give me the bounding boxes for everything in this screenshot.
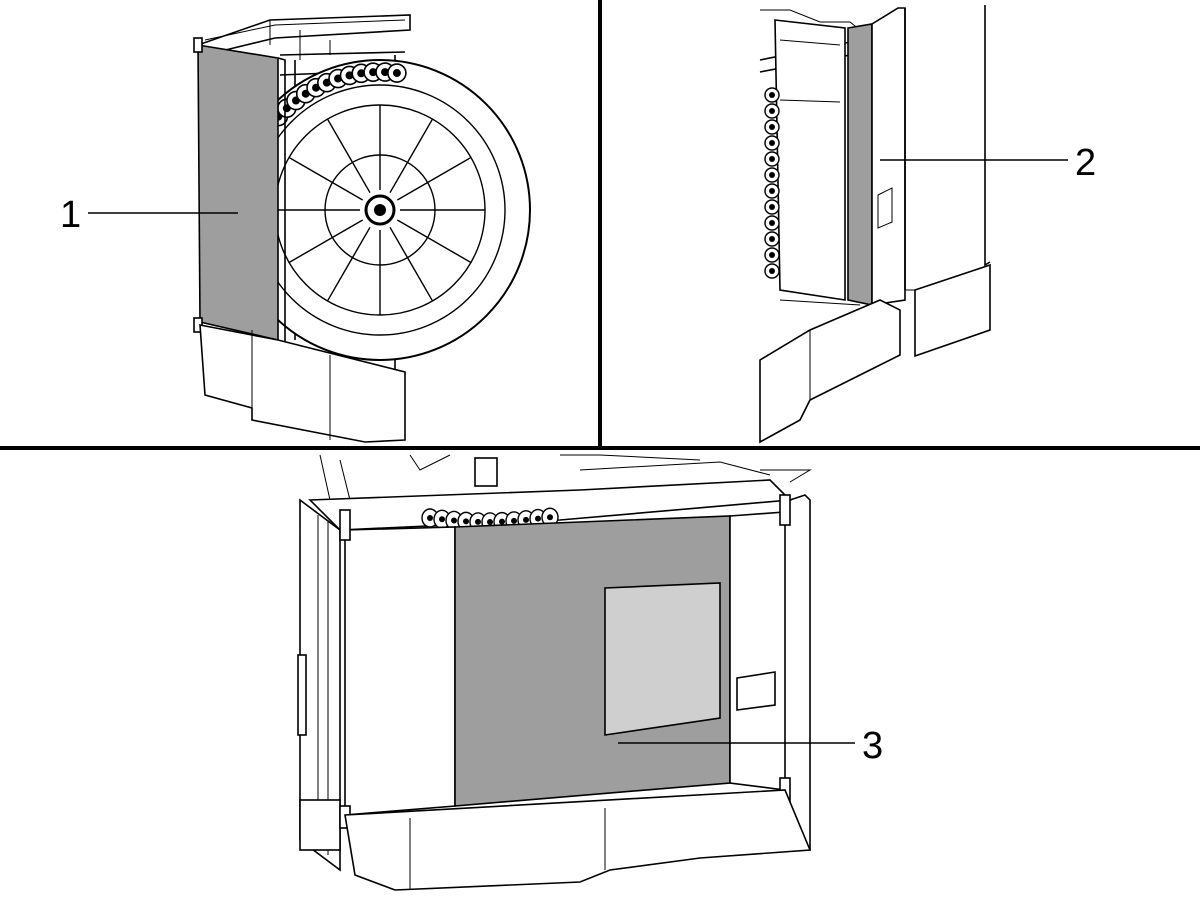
rear-panel-2: [847, 23, 873, 306]
view-2-column-rear: 2: [759, 5, 1096, 444]
callout-1-label: 1: [60, 194, 81, 236]
panel-dividers: [0, 0, 1200, 450]
tool-wheel: [229, 59, 531, 361]
view-1-magazine-side: 1: [60, 14, 531, 443]
front-panel-3-window: [604, 582, 721, 736]
side-panel-1: [197, 44, 279, 342]
callout-2-label: 2: [1075, 142, 1096, 184]
view-3-cabinet-front: 3: [297, 454, 883, 891]
callout-3-label: 3: [862, 725, 883, 767]
